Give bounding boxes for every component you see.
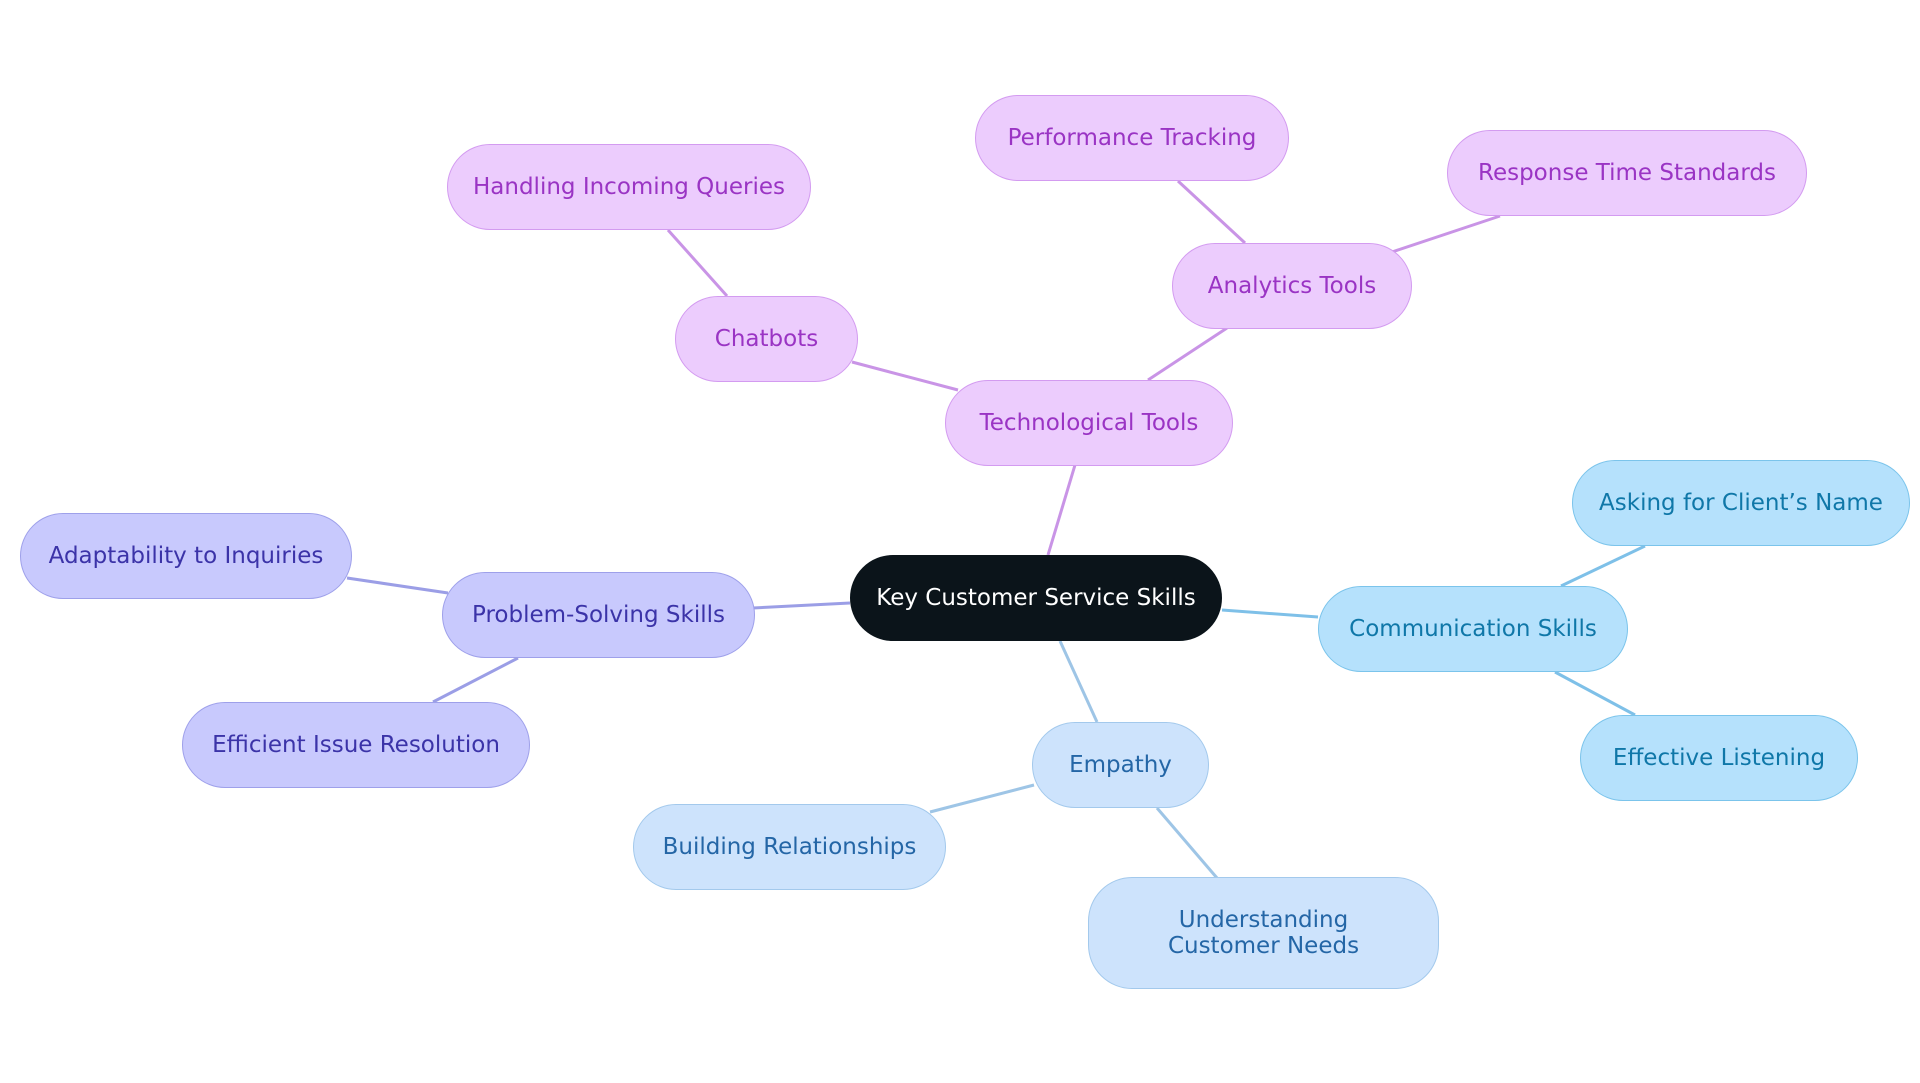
node-response-time-standards[interactable]: Response Time Standards (1447, 130, 1807, 216)
edge-technological-tools-analytics-tools (1147, 326, 1228, 382)
edge-empathy-understanding-needs (1155, 807, 1219, 879)
node-adaptability-to-inquiries[interactable]: Adaptability to Inquiries (20, 513, 352, 599)
edge-analytics-tools-response-time-standards (1391, 214, 1501, 254)
node-building-relationships-label: Building Relationships (662, 834, 917, 860)
node-understanding-customer-needs[interactable]: Understanding Customer Needs (1088, 877, 1439, 989)
node-handling-incoming-queries-label: Handling Incoming Queries (472, 174, 785, 200)
node-chatbots-label: Chatbots (714, 326, 819, 352)
edge-root-technological-tools (1046, 464, 1077, 556)
node-building-relationships[interactable]: Building Relationships (633, 804, 946, 890)
edge-empathy-building-relationships (929, 783, 1035, 814)
node-efficient-issue-resolution-label: Efficient Issue Resolution (212, 732, 500, 758)
node-handling-incoming-queries[interactable]: Handling Incoming Queries (447, 144, 811, 230)
root-node-label: Key Customer Service Skills (876, 585, 1196, 611)
node-understanding-customer-needs-label: Understanding Customer Needs (1167, 907, 1360, 959)
node-communication-skills-label: Communication Skills (1349, 616, 1597, 642)
node-effective-listening[interactable]: Effective Listening (1580, 715, 1858, 801)
edge-root-empathy (1058, 640, 1099, 723)
node-efficient-issue-resolution[interactable]: Efficient Issue Resolution (182, 702, 530, 788)
node-analytics-tools-label: Analytics Tools (1207, 273, 1377, 299)
node-problem-solving-skills-label: Problem-Solving Skills (472, 602, 725, 628)
node-performance-tracking[interactable]: Performance Tracking (975, 95, 1289, 181)
node-technological-tools-label: Technological Tools (979, 410, 1199, 436)
node-adaptability-to-inquiries-label: Adaptability to Inquiries (48, 543, 324, 569)
node-problem-solving-skills[interactable]: Problem-Solving Skills (442, 572, 755, 658)
edge-problem-solving-skills-adaptability (346, 576, 449, 595)
edge-root-problem-solving-skills (752, 601, 851, 610)
node-response-time-standards-label: Response Time Standards (1478, 160, 1776, 186)
edge-chatbots-handling-incoming-queries (666, 229, 729, 297)
node-communication-skills[interactable]: Communication Skills (1318, 586, 1628, 672)
edge-analytics-tools-performance-tracking (1176, 179, 1247, 245)
edge-root-communication-skills (1221, 608, 1319, 619)
edge-problem-solving-skills-efficient-resolution (432, 656, 519, 704)
node-asking-for-clients-name[interactable]: Asking for Client’s Name (1572, 460, 1910, 546)
node-empathy[interactable]: Empathy (1032, 722, 1209, 808)
node-asking-for-clients-name-label: Asking for Client’s Name (1599, 490, 1883, 516)
edge-communication-skills-effective-listening (1554, 670, 1636, 717)
edge-technological-tools-chatbots (851, 360, 959, 392)
root-node[interactable]: Key Customer Service Skills (850, 555, 1222, 641)
node-effective-listening-label: Effective Listening (1612, 745, 1826, 771)
node-empathy-label: Empathy (1069, 752, 1172, 778)
node-technological-tools[interactable]: Technological Tools (945, 380, 1233, 466)
node-chatbots[interactable]: Chatbots (675, 296, 858, 382)
node-analytics-tools[interactable]: Analytics Tools (1172, 243, 1412, 329)
edge-communication-skills-asking-name (1560, 544, 1646, 588)
node-performance-tracking-label: Performance Tracking (1007, 125, 1257, 151)
